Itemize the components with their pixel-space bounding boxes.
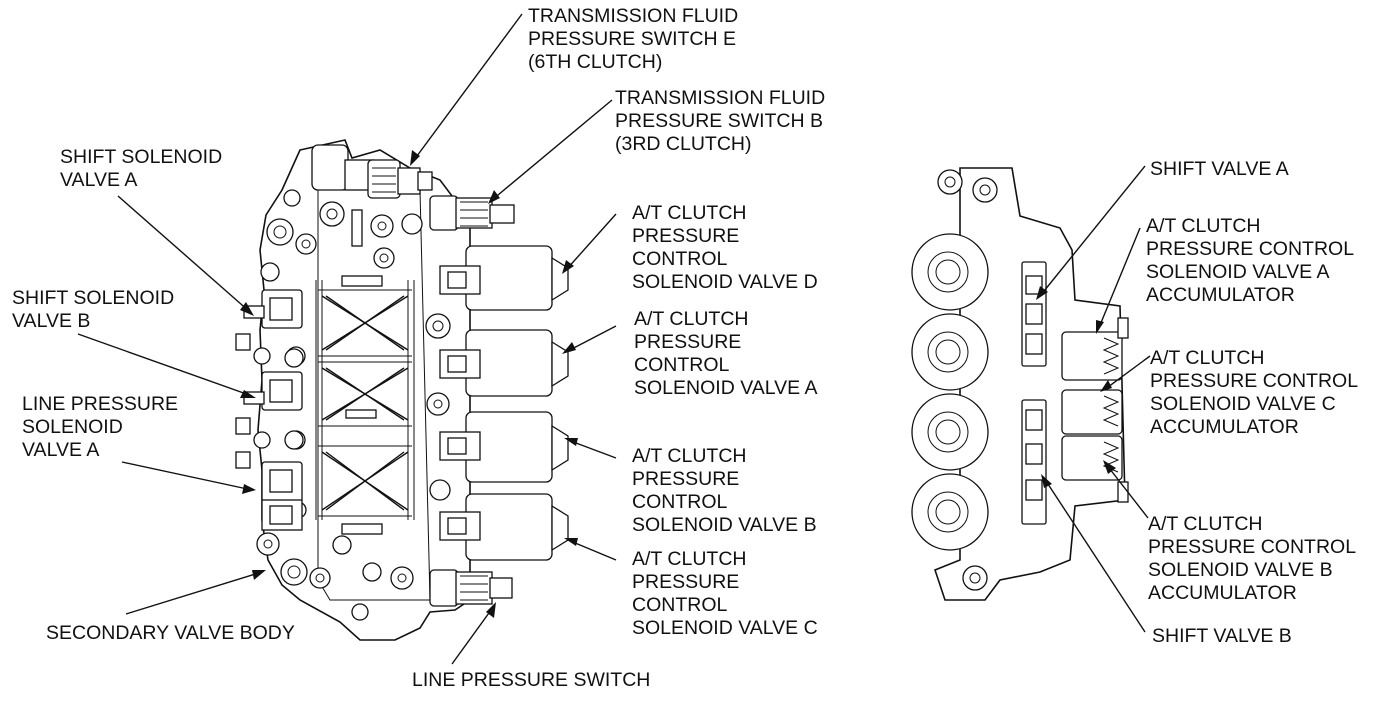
label-line: A/T CLUTCH [634,308,749,330]
label-line: (6TH CLUTCH) [528,51,662,73]
label-line: PRESSURE [632,468,739,490]
label-line-pressure-solenoid-a: LINE PRESSURE SOLENOID VALVE A [22,393,178,461]
label-line: SECONDARY VALVE BODY [46,622,295,644]
label-clutch-solenoid-c: A/T CLUTCH PRESSURE CONTROL SOLENOID VAL… [632,548,818,639]
label-line: A/T CLUTCH [1150,347,1265,369]
label-line: SHIFT SOLENOID [12,287,174,309]
label-line: PRESSURE [634,331,741,353]
secondary-valve-body-drawing [235,139,569,641]
label-line: ACCUMULATOR [1146,284,1295,306]
label-line: SOLENOID VALVE A [1146,261,1330,283]
label-line: PRESSURE CONTROL [1146,238,1354,260]
label-line: A/T CLUTCH [632,548,747,570]
label-line-pressure-switch: LINE PRESSURE SWITCH [412,669,650,691]
label-line: A/T CLUTCH [632,202,747,224]
label-line: SHIFT VALVE B [1152,625,1292,647]
label-line: PRESSURE SWITCH B [615,110,823,132]
label-line: SOLENOID VALVE D [632,271,818,293]
label-line: A/T CLUTCH [632,445,747,467]
label-line: VALVE A [22,439,99,461]
label-line: SOLENOID VALVE C [1150,393,1336,415]
label-line: CONTROL [632,594,727,616]
label-line: PRESSURE [632,225,739,247]
label-line: SOLENOID VALVE B [1148,559,1333,581]
label-line: A/T CLUTCH [1148,513,1263,535]
label-line: SOLENOID VALVE B [632,514,817,536]
label-shift-solenoid-a: SHIFT SOLENOID VALVE A [60,146,222,191]
label-line: A/T CLUTCH [1146,215,1261,237]
label-pressure-switch-b: TRANSMISSION FLUID PRESSURE SWITCH B (3R… [615,87,825,155]
label-shift-valve-a: SHIFT VALVE A [1150,158,1289,180]
label-line: PRESSURE SWITCH E [528,28,736,50]
label-clutch-solenoid-a: A/T CLUTCH PRESSURE CONTROL SOLENOID VAL… [634,308,818,399]
label-line: SHIFT SOLENOID [60,146,222,168]
label-line: PRESSURE CONTROL [1148,536,1356,558]
label-line: VALVE A [60,169,137,191]
label-line: (3RD CLUTCH) [615,133,752,155]
label-accumulator-b: A/T CLUTCH PRESSURE CONTROL SOLENOID VAL… [1148,513,1356,604]
label-line: TRANSMISSION FLUID [615,87,825,109]
label-secondary-valve-body: SECONDARY VALVE BODY [46,622,295,644]
leader-lines [77,13,1151,665]
side-view-valve-body-drawing [911,167,1129,601]
label-line: SOLENOID [22,416,123,438]
label-line: LINE PRESSURE SWITCH [412,669,650,691]
label-line: CONTROL [634,354,729,376]
label-clutch-solenoid-b: A/T CLUTCH PRESSURE CONTROL SOLENOID VAL… [632,445,817,536]
label-line: ACCUMULATOR [1150,416,1299,438]
label-line: SOLENOID VALVE A [634,377,818,399]
label-line: LINE PRESSURE [22,393,178,415]
label-line: PRESSURE [632,571,739,593]
label-pressure-switch-e: TRANSMISSION FLUID PRESSURE SWITCH E (6T… [528,5,738,73]
label-line: VALVE B [12,310,90,332]
label-line: SOLENOID VALVE C [632,617,818,639]
label-line: PRESSURE CONTROL [1150,370,1358,392]
label-line: CONTROL [632,491,727,513]
label-accumulator-a: A/T CLUTCH PRESSURE CONTROL SOLENOID VAL… [1146,215,1354,306]
label-shift-valve-b: SHIFT VALVE B [1152,625,1292,647]
label-shift-solenoid-b: SHIFT SOLENOID VALVE B [12,287,174,332]
label-accumulator-c: A/T CLUTCH PRESSURE CONTROL SOLENOID VAL… [1150,347,1358,438]
label-clutch-solenoid-d: A/T CLUTCH PRESSURE CONTROL SOLENOID VAL… [632,202,818,293]
label-line: TRANSMISSION FLUID [528,5,738,27]
label-line: ACCUMULATOR [1148,582,1297,604]
label-line: SHIFT VALVE A [1150,158,1289,180]
label-line: CONTROL [632,248,727,270]
